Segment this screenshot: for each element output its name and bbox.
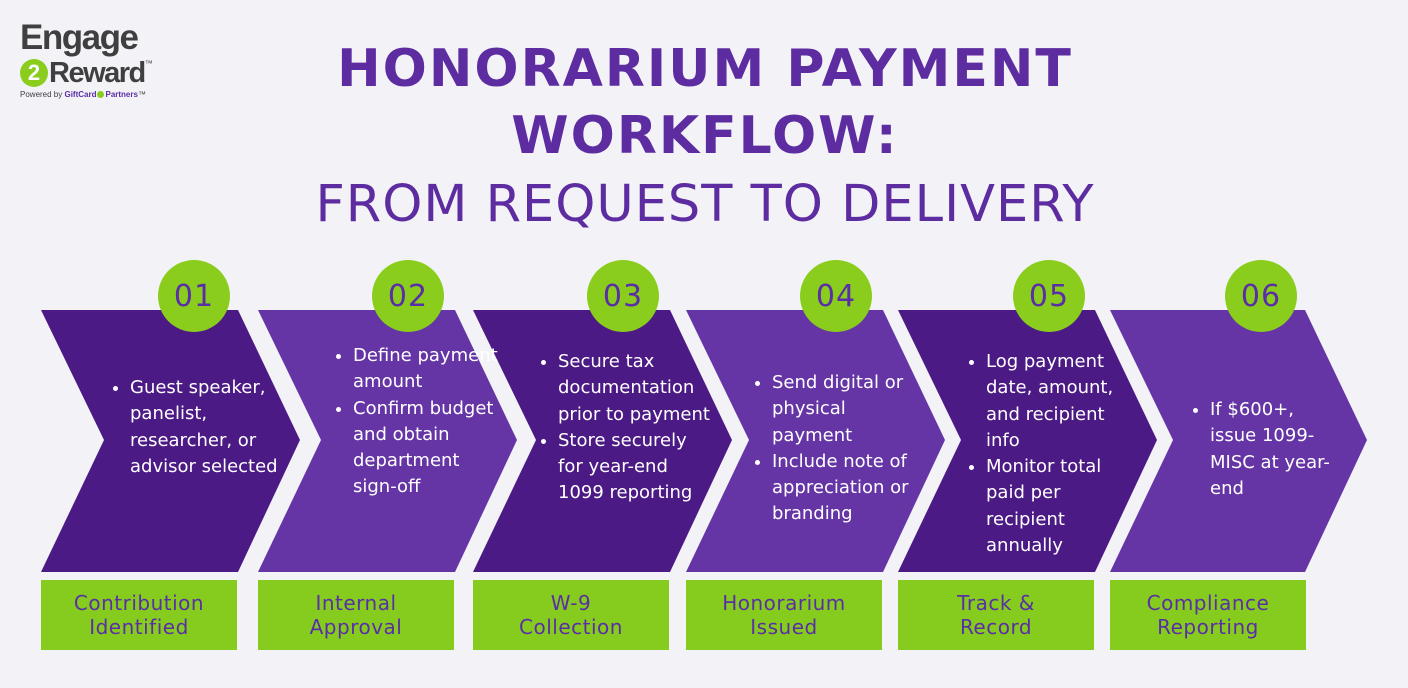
page-title: HONORARIUM PAYMENT WORKFLOW: FROM REQUES… (180, 36, 1230, 240)
logo-powered-by: Powered by GiftCard Partners™ (20, 90, 146, 99)
label-line: W-9 (550, 591, 592, 615)
logo-brand-a: GiftCard (64, 90, 97, 99)
logo-engage-text: Engage (20, 18, 139, 57)
label-line: Issued (750, 615, 818, 639)
bullet-item: Guest speaker, panelist, researcher, or … (130, 375, 280, 480)
step-number-badge: 05 (1013, 260, 1085, 332)
bullet-item: Define payment amount (353, 343, 503, 396)
chevron-step-5 (898, 310, 1157, 572)
step-number-badge: 04 (800, 260, 872, 332)
bullet-item: Monitor total paid per recipient annuall… (986, 454, 1136, 559)
logo-powered-text: Powered by (20, 90, 63, 99)
logo-brand-tm: ™ (137, 90, 146, 99)
chevron-step-3 (473, 310, 732, 572)
step-4-bullets: Send digital or physical payment Include… (750, 370, 930, 528)
logo-dot-icon (97, 91, 105, 99)
step-1-bullets: Guest speaker, panelist, researcher, or … (108, 375, 280, 480)
bullet-item: Secure tax documentation prior to paymen… (558, 349, 716, 428)
step-5-label: Track &Record (898, 580, 1094, 650)
label-line: Reporting (1157, 615, 1259, 639)
step-2-bullets: Define payment amount Confirm budget and… (331, 343, 503, 501)
bullet-item: Include note of appreciation or branding (772, 449, 930, 528)
logo-trademark: ™ (144, 59, 153, 68)
logo-brand-b: Partners (105, 90, 138, 99)
company-logo: Engage 2 Reward ™ Powered by GiftCard Par… (20, 20, 180, 104)
chevron-step-6 (1110, 310, 1367, 572)
step-number-badge: 01 (158, 260, 230, 332)
bullet-item: Send digital or physical payment (772, 370, 930, 449)
label-line: Collection (519, 615, 623, 639)
step-number-badge: 02 (372, 260, 444, 332)
bullet-item: Log payment date, amount, and recipient … (986, 349, 1136, 454)
bullet-item: Store securely for year-end 1099 reporti… (558, 428, 716, 507)
logo-reward-text: Reward (49, 56, 146, 89)
label-line: Track & (957, 591, 1035, 615)
step-number-badge: 06 (1225, 260, 1297, 332)
label-line: Contribution (73, 591, 205, 615)
bullet-item: Confirm budget and obtain department sig… (353, 396, 503, 501)
label-line: Internal (315, 591, 397, 615)
label-line: Identified (89, 615, 189, 639)
title-line-1: HONORARIUM PAYMENT (337, 39, 1073, 99)
bullet-item: If $600+, issue 1099-MISC at year-end (1210, 397, 1342, 502)
label-line: Compliance (1146, 591, 1270, 615)
chevron-step-1 (41, 310, 300, 572)
chevron-step-4 (686, 310, 945, 572)
step-number-badge: 03 (587, 260, 659, 332)
label-line: Approval (309, 615, 403, 639)
title-line-3: FROM REQUEST TO DELIVERY (315, 175, 1095, 234)
step-3-bullets: Secure tax documentation prior to paymen… (536, 349, 716, 507)
title-line-2: WORKFLOW: (511, 106, 899, 166)
label-line: Honorarium (722, 591, 846, 615)
logo-badge-icon: 2 (20, 59, 48, 87)
label-line: Record (959, 615, 1033, 639)
step-6-bullets: If $600+, issue 1099-MISC at year-end (1188, 397, 1342, 502)
step-5-bullets: Log payment date, amount, and recipient … (964, 349, 1136, 559)
logo-reward-row: 2 Reward ™ (20, 56, 153, 90)
chevron-step-2 (258, 310, 517, 572)
